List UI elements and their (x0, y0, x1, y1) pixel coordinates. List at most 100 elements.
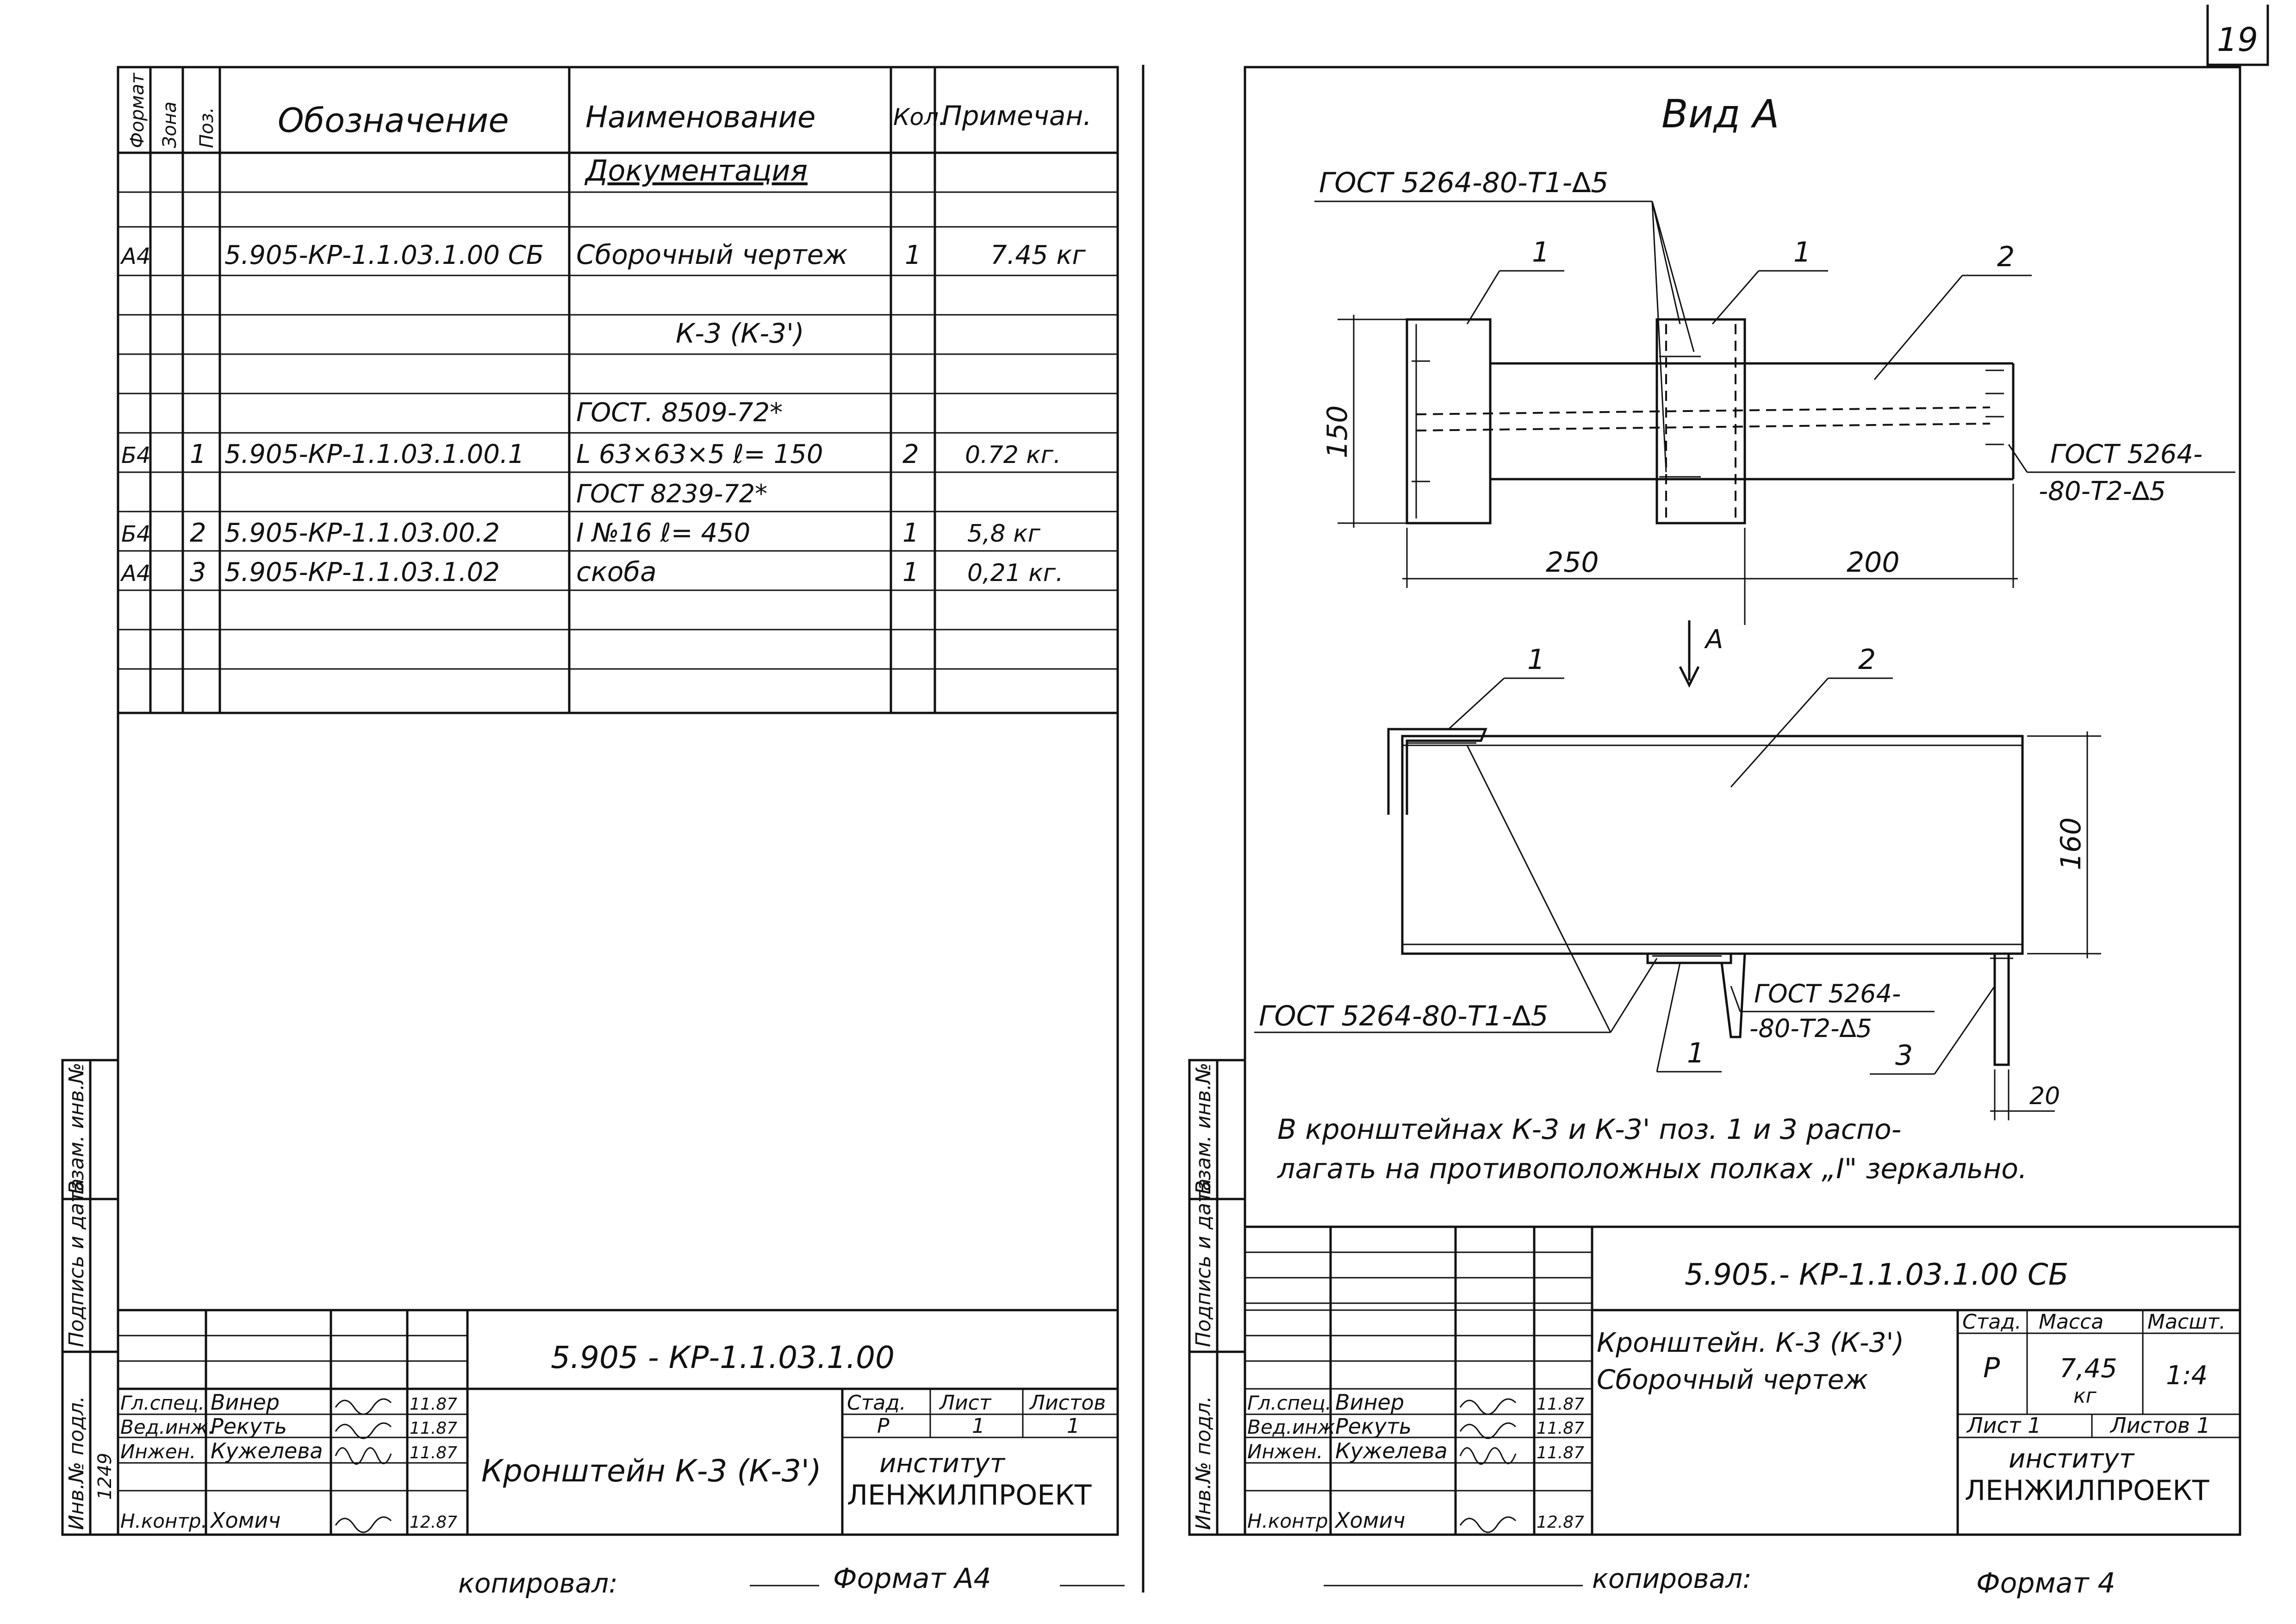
svg-text:7.45 кг: 7.45 кг (990, 240, 1086, 270)
svg-text:Лист: Лист (939, 1391, 992, 1415)
svg-text:К-3 (К-3'): К-3 (К-3') (676, 318, 804, 349)
inv-label: Инв.№ подл. (65, 1396, 88, 1530)
svg-text:институт: институт (879, 1449, 1006, 1479)
page-number: 19 (2206, 5, 2269, 66)
svg-text:1: 1 (902, 557, 919, 587)
svg-text:1: 1 (1687, 1037, 1705, 1069)
right-footer-copied: копировал: (1592, 1563, 1752, 1594)
svg-text:Кужелева: Кужелева (211, 1438, 323, 1463)
svg-text:Н.контр.: Н.контр. (1247, 1510, 1334, 1532)
svg-text:А: А (1704, 625, 1723, 655)
dim-160: 160 (2055, 817, 2087, 870)
left-frame (117, 66, 1119, 1536)
svg-text:А4: А4 (120, 561, 150, 587)
svg-text:5.905-КР-1.1.03.1.00.1: 5.905-КР-1.1.03.1.00.1 (224, 439, 524, 469)
dim-20: 20 (2029, 1082, 2060, 1110)
svg-text:11.87: 11.87 (1537, 1443, 1584, 1462)
signer-row: Инжен. Кужелева 11.87 (1247, 1438, 1584, 1463)
svg-text:Листов 1: Листов 1 (2109, 1413, 2210, 1438)
svg-text:А4: А4 (120, 244, 150, 269)
signer-row: Гл.спец. Винер 11.87 (120, 1390, 457, 1415)
left-footer-copied: копировал: (458, 1568, 618, 1599)
left-footer-format: Формат А4 (833, 1562, 991, 1595)
section-documentation: Документация (584, 154, 808, 187)
svg-text:Инв.№ подл.: Инв.№ подл. (1192, 1396, 1215, 1530)
signer-row: Н.контр. Хомич 12.87 (1247, 1508, 1584, 1533)
svg-text:Взам. инв.№: Взам. инв.№ (1192, 1062, 1215, 1194)
svg-text:Стад.: Стад. (847, 1391, 906, 1415)
svg-text:2: 2 (190, 518, 206, 548)
svg-text:0.72 кг.: 0.72 кг. (965, 441, 1061, 469)
hdr-note: Примечан. (942, 100, 1092, 131)
right-title-1: Кронштейн. К-3 (К-3') (1597, 1327, 1904, 1358)
sign-date-label: Подпись и дата (65, 1179, 88, 1347)
svg-text:Масшт.: Масшт. (2147, 1310, 2226, 1334)
signature (335, 1447, 392, 1465)
view-arrow: А (1679, 620, 1723, 688)
svg-text:5.905-КР-1.1.03.00.2: 5.905-КР-1.1.03.00.2 (224, 518, 500, 548)
svg-text:ЛЕНЖИЛПРОЕКТ: ЛЕНЖИЛПРОЕКТ (1965, 1474, 2209, 1507)
right-title-block: 5.905.- КР-1.1.03.1.00 СБ Кронштейн. К-3… (1245, 1225, 2240, 1535)
svg-text:11.87: 11.87 (410, 1443, 457, 1462)
svg-text:2: 2 (1997, 241, 2015, 273)
svg-text:5,8 кг: 5,8 кг (967, 520, 1041, 548)
svg-text:0,21 кг.: 0,21 кг. (967, 559, 1064, 587)
svg-text:Хомич: Хомич (1334, 1508, 1405, 1533)
right-side-stamp: Взам. инв.№ Подпись и дата Инв.№ подл. (1188, 1059, 1246, 1536)
signature (335, 1516, 392, 1533)
svg-text:2: 2 (1858, 643, 1876, 676)
svg-text:1: 1 (972, 1414, 985, 1438)
svg-text:ГОСТ 8239-72*: ГОСТ 8239-72* (576, 479, 767, 508)
svg-text:ГОСТ 5264-: ГОСТ 5264- (2050, 439, 2203, 469)
svg-text:Сборочный чертеж: Сборочный чертеж (576, 239, 848, 270)
right-footer-format: Формат 4 (1976, 1567, 2116, 1599)
svg-text:-80-Т2-∆5: -80-Т2-∆5 (1749, 1014, 1872, 1043)
note-line-2: лагать на противоположных полках „I" зер… (1277, 1153, 2027, 1185)
signer-row: Инжен. Кужелева 11.87 (120, 1438, 457, 1463)
dim-250: 250 (1546, 546, 1599, 579)
table-row: К-3 (К-3') (676, 318, 804, 349)
signer-row: Вед.инж. Рекуть 11.87 (1247, 1414, 1584, 1439)
svg-text:1: 1 (190, 439, 206, 469)
note-line-1: В кронштейнах К-3 и К-3' поз. 1 и 3 расп… (1277, 1113, 1901, 1146)
table-row: А4 3 5.905-КР-1.1.03.1.02 скоба 1 0,21 к… (120, 556, 1064, 587)
hdr-zone: Зона (159, 101, 180, 148)
signature (335, 1398, 392, 1415)
hdr-designation: Обозначение (278, 101, 509, 140)
svg-text:Р: Р (877, 1414, 890, 1438)
svg-text:Р: Р (1983, 1352, 2000, 1384)
signature (1459, 1447, 1517, 1465)
svg-text:12.87: 12.87 (1537, 1513, 1584, 1532)
hdr-pos: Поз. (196, 107, 218, 148)
svg-text:Масса: Масса (2039, 1310, 2103, 1334)
svg-text:Кужелева: Кужелева (1335, 1438, 1448, 1463)
svg-text:11.87: 11.87 (1537, 1419, 1584, 1438)
hdr-name: Наименование (585, 100, 815, 135)
svg-text:12.87: 12.87 (410, 1513, 457, 1532)
right-frame (1244, 66, 2241, 1536)
svg-text:Подпись и дата: Подпись и дата (1192, 1179, 1215, 1347)
svg-text:Гл.спец.: Гл.спец. (120, 1392, 205, 1414)
svg-text:Вед.инж.: Вед.инж. (120, 1416, 214, 1438)
handwritten-inv: 1249 (94, 1453, 116, 1500)
svg-text:институт: институт (2009, 1444, 2135, 1474)
svg-text:Винер: Винер (211, 1390, 280, 1415)
right-title-2: Сборочный чертеж (1597, 1364, 1868, 1395)
svg-text:Винер: Винер (1335, 1390, 1404, 1415)
hdr-qty: Кол. (893, 104, 946, 131)
signature (1459, 1422, 1517, 1439)
left-title: Кронштейн К-3 (К-3') (481, 1453, 821, 1489)
svg-text:11.87: 11.87 (1537, 1395, 1584, 1414)
signer-row: Вед.инж. Рекуть 11.87 (120, 1414, 457, 1439)
svg-text:Б4: Б4 (121, 443, 150, 468)
left-doc-code: 5.905 - КР-1.1.03.1.00 (551, 1340, 895, 1375)
svg-text:ГОСТ 5264-80-Т1-∆5: ГОСТ 5264-80-Т1-∆5 (1319, 167, 1608, 199)
right-doc-code: 5.905.- КР-1.1.03.1.00 СБ (1685, 1258, 2068, 1292)
svg-text:ЛЕНЖИЛПРОЕКТ: ЛЕНЖИЛПРОЕКТ (847, 1479, 1092, 1512)
svg-text:ГОСТ. 8509-72*: ГОСТ. 8509-72* (576, 398, 783, 428)
svg-text:5.905-КР-1.1.03.1.02: 5.905-КР-1.1.03.1.02 (224, 557, 500, 587)
svg-text:1: 1 (1527, 643, 1545, 676)
left-sheet: Формат Зона Поз. Обозначение Наименовани… (61, 65, 1145, 1599)
left-title-block: 5.905 - КР-1.1.03.1.00 Кронштейн К-3 (К-… (118, 1309, 1118, 1535)
top-view-drawing: ГОСТ 5264-80-Т1-∆5 1 1 (1314, 167, 2235, 625)
